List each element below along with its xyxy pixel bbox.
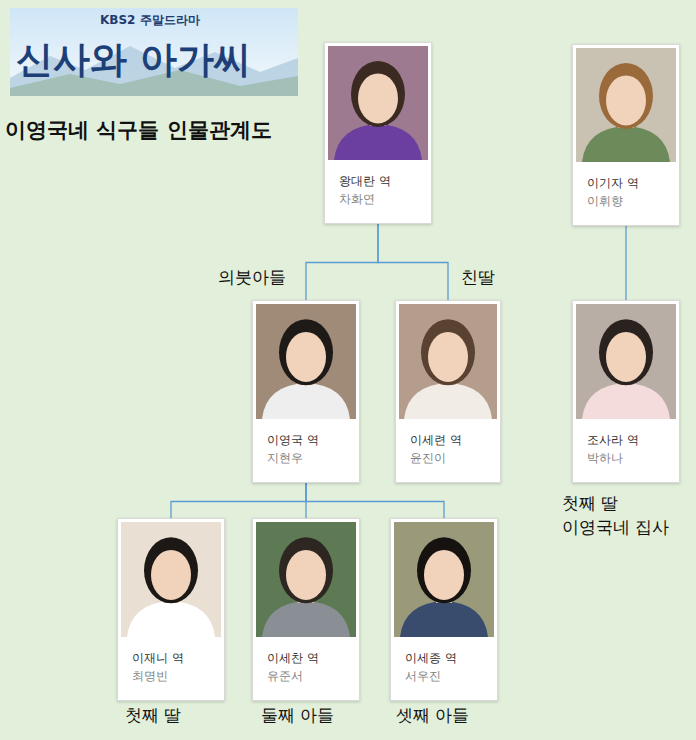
actor-name: 윤진이 [410,449,489,467]
logo-text: 신사와 아가씨 [16,36,251,84]
card-caption: 조사라 역박하나 [576,419,676,479]
logo-sky [10,8,298,96]
actor-name: 최명빈 [132,667,213,685]
portrait-face [358,73,398,123]
portrait-photo [328,46,428,160]
role-name: 이세찬 역 [267,649,348,667]
portrait-photo [394,522,494,637]
character-card: 이기자 역이휘향 [572,44,680,226]
portrait-photo [256,522,356,637]
portrait-shoulders [404,383,492,419]
portrait-hair [279,537,333,603]
portrait-photo [576,304,676,419]
character-card: 이세찬 역유준서 [252,518,360,701]
portrait-shoulders [582,383,670,419]
portrait-shoulders [127,601,215,637]
character-card: 조사라 역박하나 [572,300,680,483]
portrait-shoulders [334,124,422,160]
role-name: 조사라 역 [587,431,668,449]
family-connector [378,224,448,300]
relation-label: 첫째 딸 [562,492,618,514]
portrait-face [286,332,326,382]
portrait-shoulders [582,126,670,162]
portrait-face [606,75,646,125]
character-card: 이세련 역윤진이 [395,300,501,483]
diagram-title: 이영국네 식구들 인물관계도 [5,116,272,144]
character-card: 이세종 역서우진 [390,518,498,701]
relation-label: 둘째 아들 [261,704,334,726]
portrait-hair [279,319,333,385]
actor-name: 지현우 [267,449,348,467]
relation-label: 이영국네 집사 [562,516,669,538]
portrait-hair [421,319,475,385]
family-connector [171,483,306,518]
actor-name: 유준서 [267,667,348,685]
family-connector [625,226,626,300]
portrait-photo [256,304,356,419]
portrait-hair [599,319,653,385]
portrait-face [428,332,468,382]
photo-background [576,304,676,419]
portrait-hair [417,537,471,603]
relation-label: 첫째 딸 [125,704,181,726]
role-name: 이세종 역 [405,649,486,667]
portrait-hair [351,61,405,127]
actor-name: 박하나 [587,449,668,467]
portrait-photo [121,522,221,637]
portrait-shoulders [262,383,350,419]
portrait-face [286,550,326,600]
photo-background [328,46,428,160]
portrait-shoulders [400,601,488,637]
character-card: 왕대란 역차화연 [324,42,432,224]
photo-background [576,48,676,162]
character-card: 이영국 역지현우 [252,300,360,483]
card-caption: 이영국 역지현우 [256,419,356,479]
portrait-face [606,332,646,382]
actor-name: 차화연 [339,190,420,208]
role-name: 왕대란 역 [339,172,420,190]
photo-background [256,522,356,637]
photo-background [394,522,494,637]
card-caption: 이세찬 역유준서 [256,637,356,697]
photo-background [256,304,356,419]
portrait-shoulders [262,601,350,637]
character-card: 이재니 역최명빈 [117,518,225,701]
card-caption: 왕대란 역차화연 [328,160,428,220]
portrait-hair [599,63,653,129]
portrait-photo [399,304,497,419]
role-name: 이재니 역 [132,649,213,667]
family-connector [306,483,444,518]
card-caption: 이기자 역이휘향 [576,162,676,222]
card-caption: 이세련 역윤진이 [399,419,497,479]
portrait-hair [144,537,198,603]
role-name: 이기자 역 [587,174,668,192]
portrait-photo [576,48,676,162]
card-caption: 이재니 역최명빈 [121,637,221,697]
relation-label: 친딸 [461,266,495,288]
role-name: 이세련 역 [410,431,489,449]
logo-text: KBS2 주말드라마 [100,12,200,28]
actor-name: 이휘향 [587,192,668,210]
portrait-face [424,550,464,600]
photo-background [399,304,497,419]
photo-background [121,522,221,637]
role-name: 이영국 역 [267,431,348,449]
relation-label: 셋째 아들 [396,704,469,726]
actor-name: 서우진 [405,667,486,685]
card-caption: 이세종 역서우진 [394,637,494,697]
family-connector [306,224,378,300]
relation-label: 의붓아들 [218,266,286,288]
portrait-face [151,550,191,600]
